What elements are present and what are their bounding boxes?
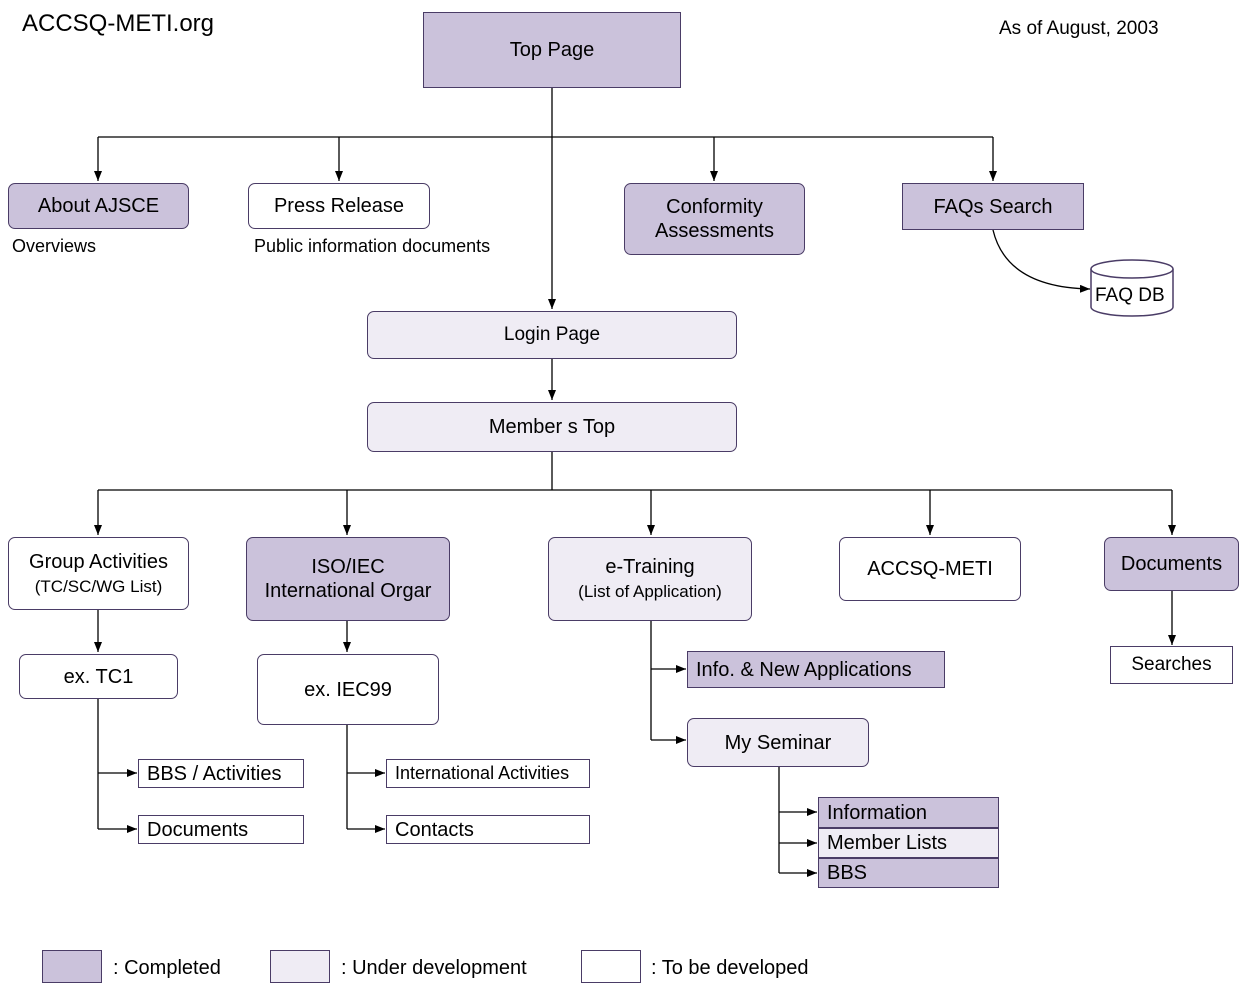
- press-release-label: Press Release: [273, 195, 405, 217]
- iso-iec-sub: International Orgar: [264, 580, 432, 602]
- conformity-label-line2: Assessments: [655, 220, 774, 242]
- about-ajsce-label: About AJSCE: [37, 195, 160, 217]
- legend-under-development-label: : Under development: [341, 957, 527, 979]
- iso-iec-node[interactable]: ISO/IEC International Orgar: [246, 537, 450, 621]
- searches-node[interactable]: Searches: [1110, 646, 1233, 684]
- login-page-node[interactable]: Login Page: [367, 311, 737, 359]
- legend-completed-label: : Completed: [113, 957, 221, 979]
- members-top-label: Member s Top: [488, 416, 616, 438]
- public-info-note: Public information documents: [254, 236, 491, 256]
- international-activities-label: International Activities: [395, 762, 570, 783]
- e-training-sub: (List of Application): [578, 582, 722, 602]
- member-lists-label: Member Lists: [827, 832, 948, 854]
- accsq-meti-label: ACCSQ-METI: [867, 558, 993, 580]
- group-activities-label: Group Activities: [29, 550, 168, 573]
- overviews-note: Overviews: [12, 236, 97, 256]
- documents-label: Documents: [1120, 553, 1223, 575]
- top-page-node[interactable]: Top Page: [423, 12, 681, 88]
- iso-iec-label: ISO/IEC: [311, 556, 385, 578]
- legend-to-be-developed-label: : To be developed: [651, 957, 809, 979]
- e-training-label: e-Training: [605, 556, 695, 579]
- information-node[interactable]: Information: [818, 797, 999, 828]
- tc1-documents-label: Documents: [147, 818, 249, 841]
- bbs-activities-label: BBS / Activities: [147, 762, 282, 785]
- my-seminar-node[interactable]: My Seminar: [687, 718, 869, 767]
- international-activities-node[interactable]: International Activities: [386, 759, 590, 788]
- members-top-node[interactable]: Member s Top: [367, 402, 737, 452]
- about-ajsce-node[interactable]: About AJSCE: [8, 183, 189, 229]
- bbs-node[interactable]: BBS: [818, 858, 999, 888]
- site-title: ACCSQ-METI.org: [22, 10, 215, 37]
- tc1-label: ex. TC1: [63, 665, 134, 688]
- e-training-node[interactable]: e-Training (List of Application): [548, 537, 752, 621]
- info-new-applications-label: Info. & New Applications: [696, 658, 912, 681]
- legend-swatch-under-development: [270, 950, 330, 983]
- login-page-label: Login Page: [503, 323, 601, 345]
- tc1-node[interactable]: ex. TC1: [19, 654, 178, 699]
- legend-swatch-completed: [42, 950, 102, 983]
- accsq-meti-node[interactable]: ACCSQ-METI: [839, 537, 1021, 601]
- conformity-assessments-node[interactable]: Conformity Assessments: [624, 183, 805, 255]
- information-label: Information: [827, 801, 928, 824]
- press-release-node[interactable]: Press Release: [248, 183, 430, 229]
- documents-node[interactable]: Documents: [1104, 537, 1239, 591]
- conformity-label-line1: Conformity: [666, 196, 763, 218]
- info-new-applications-node[interactable]: Info. & New Applications: [687, 651, 945, 688]
- group-activities-sub: (TC/SC/WG List): [34, 576, 163, 596]
- as-of-date: As of August, 2003: [999, 18, 1159, 39]
- faq-db-cylinder: [1090, 259, 1174, 317]
- faq-db-label: FAQ DB: [1095, 285, 1165, 306]
- faqs-search-node[interactable]: FAQs Search: [902, 183, 1084, 230]
- iec99-label: ex. IEC99: [304, 678, 392, 701]
- bbs-activities-node[interactable]: BBS / Activities: [138, 759, 304, 788]
- iec99-node[interactable]: ex. IEC99: [257, 654, 439, 725]
- top-page-label: Top Page: [509, 39, 595, 61]
- group-activities-node[interactable]: Group Activities (TC/SC/WG List): [8, 537, 189, 610]
- tc1-documents-node[interactable]: Documents: [138, 815, 304, 844]
- bbs-label: BBS: [827, 862, 868, 884]
- searches-label: Searches: [1131, 653, 1212, 675]
- legend-swatch-to-be-developed: [581, 950, 641, 983]
- my-seminar-label: My Seminar: [724, 731, 832, 754]
- faqs-search-label: FAQs Search: [933, 195, 1053, 218]
- contacts-node[interactable]: Contacts: [386, 815, 590, 844]
- contacts-label: Contacts: [395, 818, 474, 841]
- member-lists-node[interactable]: Member Lists: [818, 828, 999, 858]
